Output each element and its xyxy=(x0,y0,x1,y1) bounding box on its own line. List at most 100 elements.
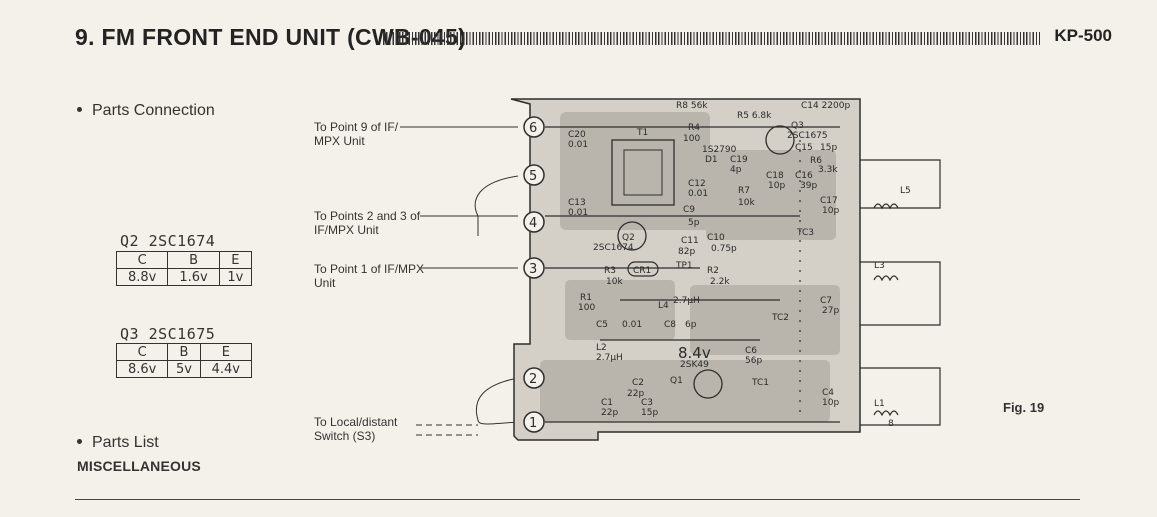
component-label: 2SK49 xyxy=(680,360,709,370)
component-label: R6 xyxy=(810,156,822,166)
component-label: C18 xyxy=(766,171,784,181)
component-label: C9 xyxy=(683,205,695,215)
component-label: D1 xyxy=(705,155,718,165)
q3-value-e: 4.4v xyxy=(199,360,253,378)
connection-label-points2-3: To Points 2 and 3 of IF/MPX Unit xyxy=(314,209,421,237)
component-label: 0.01 xyxy=(568,140,588,150)
parts-list-heading: Parts List xyxy=(77,434,159,452)
component-label: 2SC1675 xyxy=(787,131,828,141)
component-label: C8 xyxy=(664,320,676,330)
coil-l1-loop xyxy=(860,367,941,426)
component-label: 27p xyxy=(822,306,839,316)
copper-pattern xyxy=(540,112,840,422)
component-label: 22p xyxy=(627,389,644,399)
component-label: L5 xyxy=(900,186,911,196)
component-label: C7 xyxy=(820,296,832,306)
component-label: 100 xyxy=(683,134,700,144)
q2-value-c: 8.8v xyxy=(115,268,169,286)
bullet-icon xyxy=(77,439,82,444)
component-label: TC1 xyxy=(751,378,769,388)
terminal-4 xyxy=(523,211,545,233)
component-label: 10p xyxy=(768,181,785,191)
svg-text:3: 3 xyxy=(529,262,537,277)
component-label: C6 xyxy=(745,346,757,356)
external-coils xyxy=(860,159,941,426)
component-label: TP1 xyxy=(675,261,693,271)
component-label: C4 xyxy=(822,388,834,398)
svg-text:1: 1 xyxy=(529,416,537,431)
component-label: Q3 xyxy=(791,121,804,131)
bullet-icon xyxy=(77,107,82,112)
component-label: 5p xyxy=(688,218,700,228)
component-label: C17 xyxy=(820,196,838,206)
copper-region xyxy=(560,112,710,230)
component-label: Q1 xyxy=(670,376,683,386)
model-number: KP-500 xyxy=(1054,26,1112,45)
component-label: TC2 xyxy=(771,313,789,323)
component-label: Q2 xyxy=(622,233,635,243)
component-label: 0.01 xyxy=(688,189,708,199)
transistor-q1 xyxy=(693,369,723,399)
component-label: 10p xyxy=(822,398,839,408)
component-label: C1 xyxy=(601,398,613,408)
section-divider xyxy=(75,499,1080,500)
transformer-core xyxy=(623,149,663,196)
copper-region xyxy=(565,280,675,340)
terminal-2 xyxy=(523,367,545,389)
voltage-annotation: 8.4v xyxy=(678,344,711,362)
svg-text:4: 4 xyxy=(529,216,537,231)
component-label: 15p xyxy=(641,408,658,418)
leader-line xyxy=(475,377,519,421)
copper-region xyxy=(540,360,830,422)
component-label: C3 xyxy=(641,398,653,408)
svg-text:6: 6 xyxy=(529,121,537,136)
component-label: TC3 xyxy=(796,228,814,238)
component-label: 4p xyxy=(730,165,742,175)
component-label: C20 xyxy=(568,130,586,140)
diode-cr1 xyxy=(627,261,659,277)
component-label: C15 xyxy=(795,143,813,153)
component-label: C10 xyxy=(707,233,725,243)
component-label: T1 xyxy=(636,128,648,138)
component-label: CR1 xyxy=(633,266,651,276)
q2-label: Q2 2SC1674 xyxy=(120,232,216,250)
component-label: 10p xyxy=(822,206,839,216)
component-label: 82p xyxy=(678,247,695,257)
component-label: L4 xyxy=(658,301,669,311)
component-label: 3.3k xyxy=(818,165,838,175)
component-label: 1S2790 xyxy=(702,145,737,155)
q3-voltage-table: C B E 8.6v 5v 4.4v xyxy=(115,343,253,378)
component-label: 100 xyxy=(578,303,595,313)
q2-voltage-table: C B E 8.8v 1.6v 1v xyxy=(115,251,253,286)
component-label: R8 56k xyxy=(676,101,708,111)
component-label: 2SC1674 xyxy=(593,243,634,253)
traces xyxy=(545,126,840,423)
coil-l1 xyxy=(873,410,899,417)
q3-value-c: 8.6v xyxy=(115,360,169,378)
component-label: 0.75p xyxy=(711,244,737,254)
component-label: C11 xyxy=(681,236,699,246)
component-label: R7 xyxy=(738,186,750,196)
miscellaneous-heading: MISCELLANEOUS xyxy=(77,458,201,474)
component-label: 0.01 xyxy=(622,320,642,330)
terminal-1 xyxy=(523,411,545,433)
component-label: C16 xyxy=(795,171,813,181)
q2-value-b: 1.6v xyxy=(167,268,220,286)
connection-label-point1: To Point 1 of IF/MPX Unit xyxy=(314,262,425,290)
terminal-3 xyxy=(523,257,545,279)
leader-line xyxy=(474,175,519,217)
component-label: R5 6.8k xyxy=(737,111,772,121)
transistor-q3 xyxy=(765,125,795,155)
transistor-q2 xyxy=(617,221,647,251)
component-label: 2.2k xyxy=(710,277,730,287)
q3-value-b: 5v xyxy=(167,360,201,378)
component-label: L2 xyxy=(596,343,607,353)
component-label: R3 xyxy=(604,266,616,276)
q3-label: Q3 2SC1675 xyxy=(120,325,216,343)
component-label: 10k xyxy=(606,277,623,287)
leader-line xyxy=(477,419,519,425)
component-labels: R8 56k R5 6.8k C14 2200p Q3 2SC1675 C20 … xyxy=(568,101,911,429)
terminals: 6 5 4 3 2 1 xyxy=(523,116,545,433)
coil-l5-loop xyxy=(860,159,941,209)
